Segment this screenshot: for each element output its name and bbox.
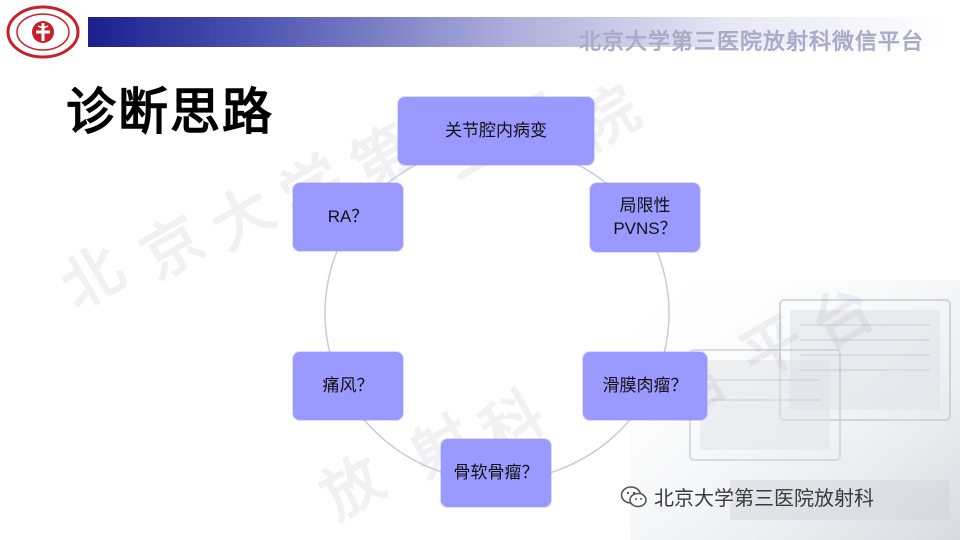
node-label: 滑膜肉瘤？	[602, 375, 688, 395]
wechat-icon	[620, 485, 647, 507]
node-gout: 痛风？	[293, 352, 403, 420]
node-label-line-2: PVNS？	[613, 218, 677, 238]
header-gradient-bar	[88, 17, 950, 47]
header-title: 北京大学第三医院放射科微信平台	[578, 30, 924, 55]
node-synovial-sarcoma: 滑膜肉瘤？	[583, 352, 707, 420]
node-ra: RA？	[293, 183, 403, 251]
node-osteochondroma: 骨软骨瘤？	[441, 439, 551, 507]
hospital-seal-logo	[6, 5, 80, 59]
node-label: RA？	[327, 206, 369, 226]
node-localized-pvns: 局限性 PVNS？	[590, 183, 700, 252]
node-label: 关节腔内病变	[445, 120, 547, 140]
node-label-line-1: 局限性	[619, 195, 671, 215]
node-intra-articular: 关节腔内病变	[398, 97, 594, 165]
node-label: 痛风？	[322, 375, 374, 395]
page-title: 诊断思路	[66, 83, 274, 141]
background-computer-illustration	[630, 280, 960, 540]
footer-text: 北京大学第三医院放射科	[654, 486, 874, 510]
footer-watermark: 北京大学第三医院放射科	[620, 482, 874, 511]
node-label: 骨软骨瘤？	[453, 462, 539, 482]
